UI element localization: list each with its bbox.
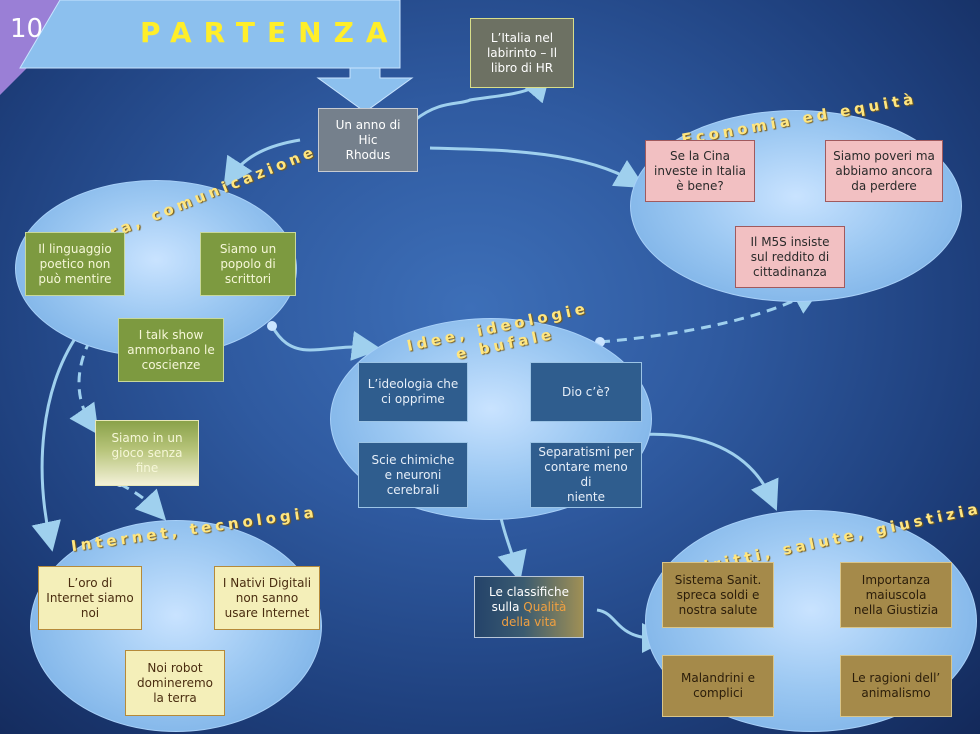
idee-item-scie[interactable]: Scie chimiche e neuroni cerebrali bbox=[358, 442, 468, 508]
slide-number: 10 bbox=[10, 14, 44, 44]
cultura-item-linguaggio[interactable]: Il linguaggio poetico non può mentire bbox=[25, 232, 125, 296]
diritti-item-giustizia[interactable]: Importanza maiuscola nella Giustizia bbox=[840, 562, 952, 628]
idee-item-ideologia[interactable]: L’ideologia che ci opprime bbox=[358, 362, 468, 422]
internet-item-nativi[interactable]: I Nativi Digitali non sanno usare Intern… bbox=[214, 566, 320, 630]
internet-item-robot[interactable]: Noi robot domineremo la terra bbox=[125, 650, 225, 716]
economia-item-m5s[interactable]: Il M5S insiste sul reddito di cittadinan… bbox=[735, 226, 845, 288]
arrow-cultura-to-gioco bbox=[69, 339, 99, 435]
cultura-item-scrittori[interactable]: Siamo un popolo di scrittori bbox=[200, 232, 296, 296]
book-node[interactable]: L’Italia nel labirinto – Il libro di HR bbox=[470, 18, 574, 88]
header-banner-shape bbox=[19, 0, 401, 69]
arrow-idee-to-diritti bbox=[633, 432, 779, 511]
economia-item-cina[interactable]: Se la Cina investe in Italia è bene? bbox=[645, 140, 755, 202]
down-arrow-shape bbox=[316, 67, 414, 113]
start-node[interactable]: Un anno di Hic Rhodus bbox=[318, 108, 418, 172]
cultura-item-talkshow[interactable]: I talk show ammorbano le coscienze bbox=[118, 318, 224, 382]
arrow-start-to-economia bbox=[429, 146, 646, 189]
arrow-cultura-to-idee bbox=[270, 325, 382, 361]
arrow-gioco-to-internet bbox=[119, 482, 167, 521]
idee-item-dio[interactable]: Dio c’è? bbox=[530, 362, 642, 422]
classifiche-node[interactable]: Le classifiche sulla Qualità della vita bbox=[474, 576, 584, 638]
diritti-item-sanita[interactable]: Sistema Sanit. spreca soldi e nostra sal… bbox=[662, 562, 774, 628]
economia-item-poveri[interactable]: Siamo poveri ma abbiamo ancora da perder… bbox=[825, 140, 943, 202]
classifiche-line2: sulla Qualità bbox=[492, 600, 567, 615]
classifiche-line1: Le classifiche bbox=[489, 584, 569, 599]
arrow-start-to-book bbox=[414, 70, 551, 122]
header-title: PARTENZA bbox=[140, 16, 400, 49]
arrow-start-to-cultura bbox=[223, 138, 301, 189]
arrow-cultura-to-internet bbox=[31, 333, 80, 552]
classifiche-quality-highlight: Qualità bbox=[523, 599, 567, 614]
idee-item-separatismi[interactable]: Separatismi per contare meno di niente bbox=[530, 442, 642, 508]
diritti-item-animalismo[interactable]: Le ragioni dell’ animalismo bbox=[840, 655, 952, 717]
classifiche-line2-prefix: sulla bbox=[491, 599, 524, 614]
gioco-node[interactable]: Siamo in un gioco senza fine bbox=[95, 420, 199, 486]
classifiche-line3: della vita bbox=[501, 614, 557, 629]
diritti-item-malandrini[interactable]: Malandrini e complici bbox=[662, 655, 774, 717]
internet-item-oro[interactable]: L’oro di Internet siamo noi bbox=[38, 566, 142, 630]
